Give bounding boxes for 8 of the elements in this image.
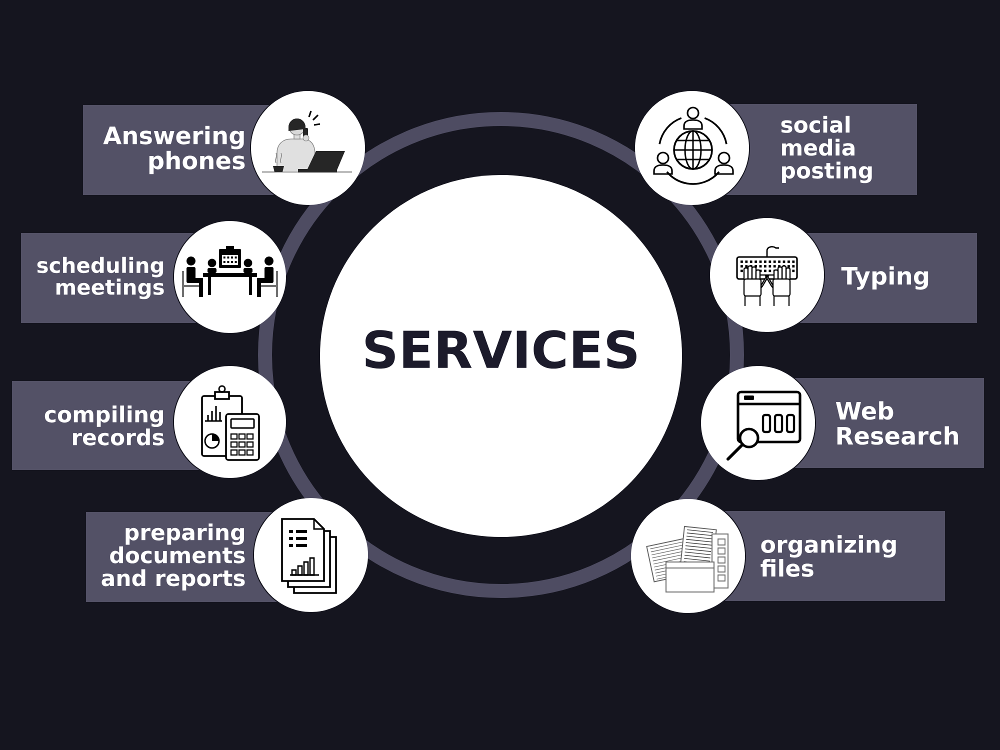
label-band: scheduling meetings: [21, 233, 196, 323]
label-band: organizing files: [724, 511, 945, 601]
label-band: preparing documents and reports: [86, 512, 278, 602]
label-band: compiling records: [12, 381, 200, 470]
label-band: Answering phones: [83, 105, 274, 195]
label-band: Typing: [800, 233, 978, 323]
label-band: Web Research: [794, 378, 984, 468]
label-band: social media posting: [726, 104, 918, 195]
